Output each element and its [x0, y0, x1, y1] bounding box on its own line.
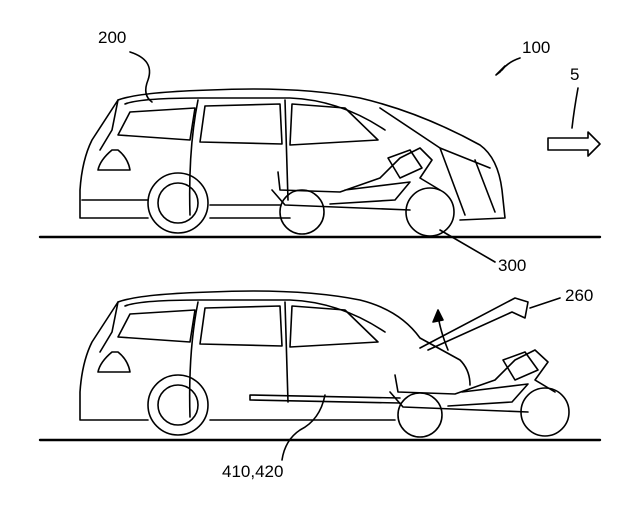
car-sill-top	[81, 199, 281, 206]
bottom-scene	[38, 290, 602, 461]
car-rear-hub-bottom	[157, 384, 199, 426]
label-300: 300	[498, 256, 527, 275]
leader-200	[129, 51, 153, 103]
car-roofline-bottom	[99, 299, 386, 353]
top-scene	[38, 51, 602, 263]
label-200: 200	[98, 28, 127, 47]
car-body-bottom	[79, 290, 471, 421]
motorcycle-bottom	[389, 349, 570, 438]
label-410-420: 410,420	[222, 462, 284, 481]
car-body-top	[79, 88, 506, 221]
leader-100	[501, 57, 521, 71]
leader-410-420	[281, 394, 326, 461]
open-hood	[419, 297, 529, 351]
direction-arrow	[547, 131, 601, 157]
car-windows-top	[117, 103, 379, 146]
car-doors-bottom	[97, 301, 289, 418]
car-rear-wheel-top	[147, 172, 209, 234]
leader-5	[571, 87, 579, 129]
car-rear-hub-top	[157, 182, 199, 224]
label-260: 260	[565, 286, 594, 305]
motorcycle-top	[271, 147, 455, 237]
label-5: 5	[570, 65, 580, 84]
hood-arrow-head	[432, 309, 444, 323]
car-rear-wheel-bottom	[147, 374, 209, 436]
car-windshield-top	[379, 107, 496, 216]
car-doors-top	[97, 99, 289, 216]
label-100: 100	[522, 38, 551, 57]
leader-300	[439, 229, 496, 263]
car-roofline-top	[99, 97, 386, 151]
car-windows-bottom	[117, 305, 379, 348]
leader-260	[529, 297, 561, 309]
arrow-100-head	[495, 65, 506, 76]
